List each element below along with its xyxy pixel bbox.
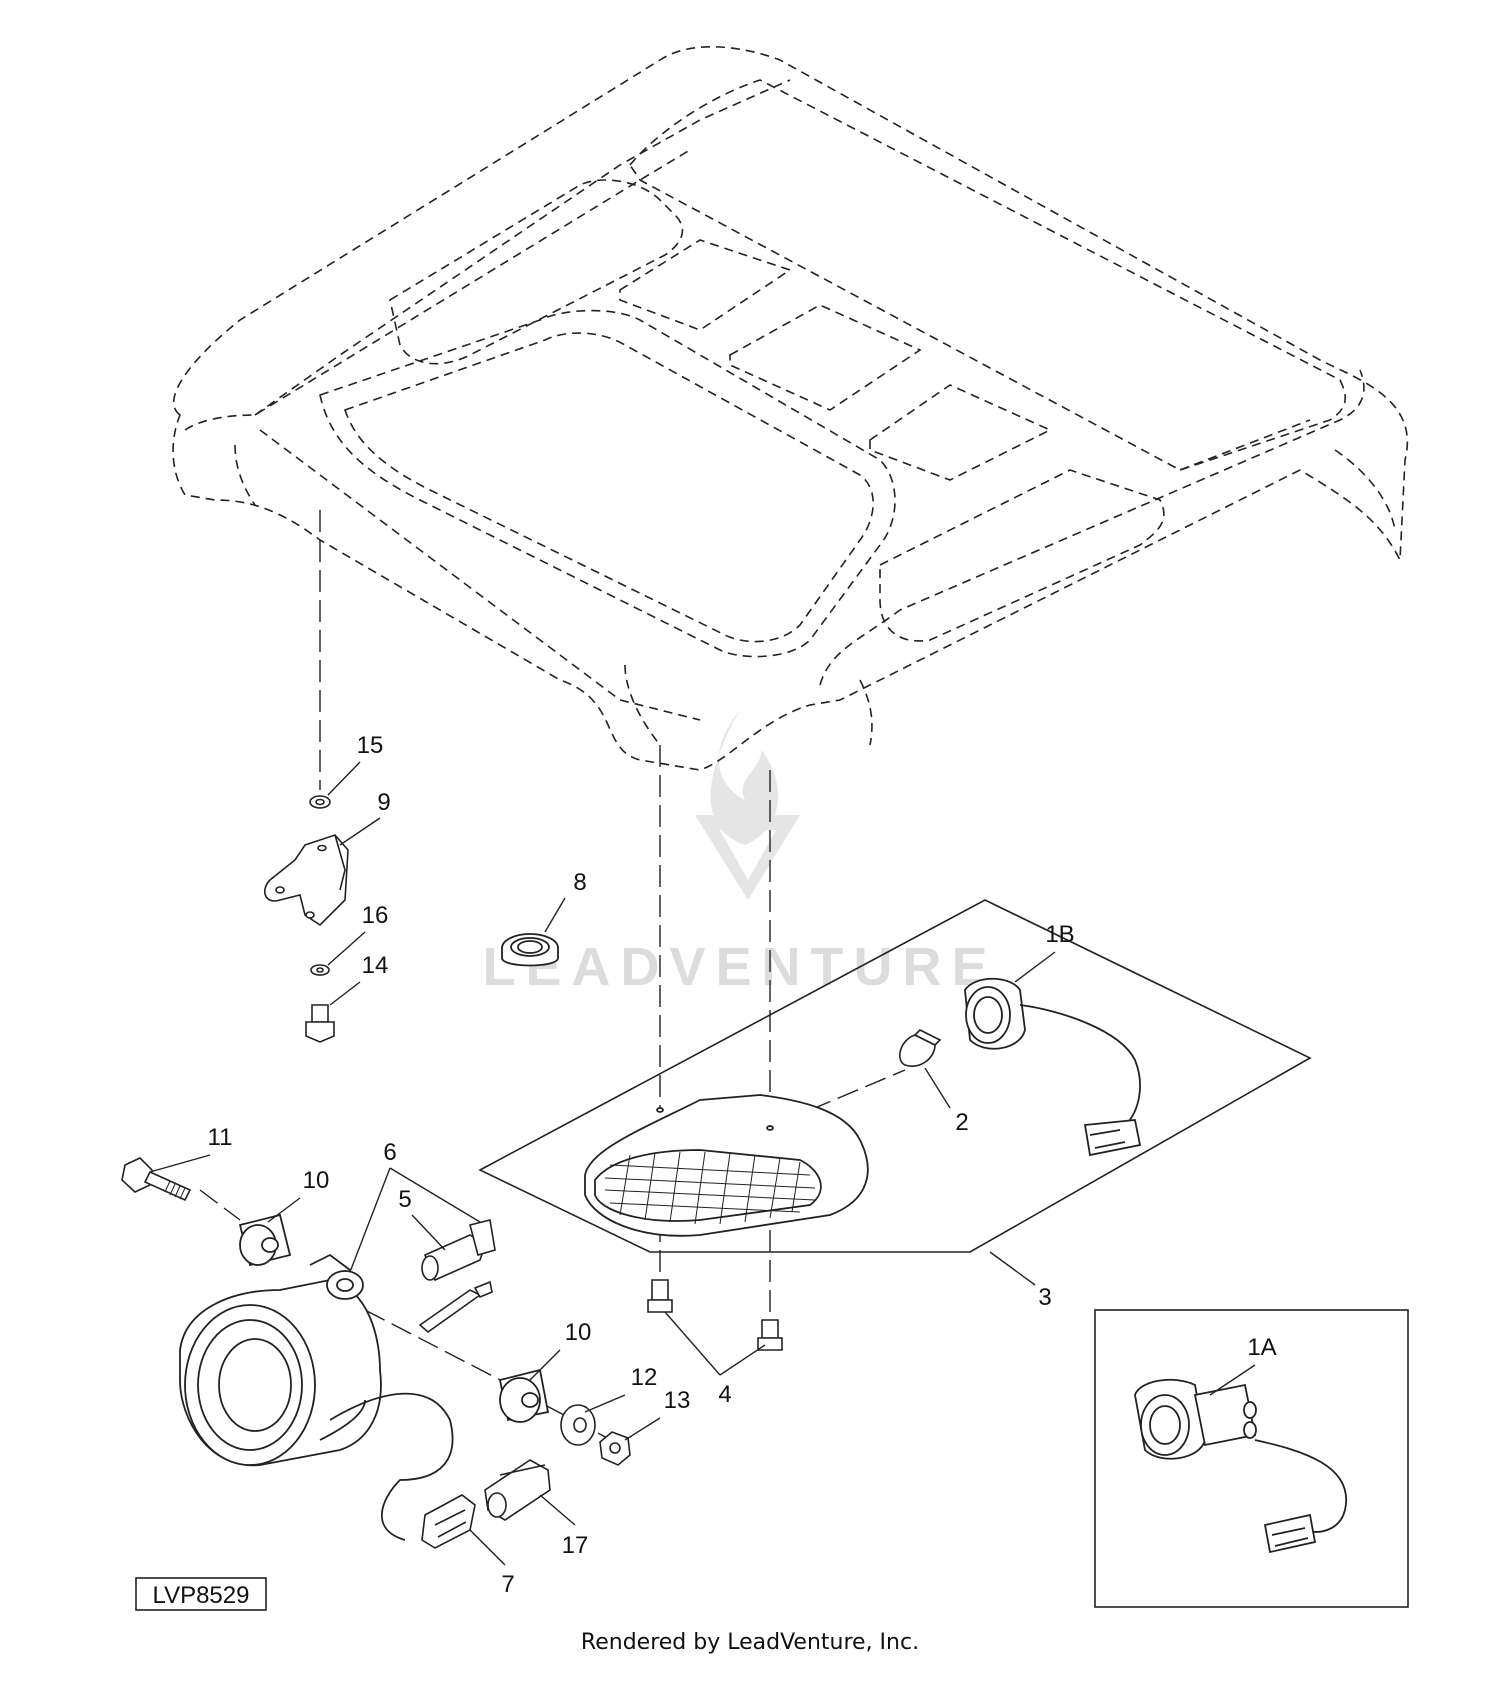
bulb-5 — [418, 1219, 496, 1334]
grommet-8 — [501, 933, 559, 967]
socket-harness-1B — [964, 977, 1142, 1157]
label-17: 17 — [562, 1532, 589, 1559]
label-11: 11 — [208, 1124, 233, 1151]
bolt-11 — [121, 1157, 192, 1202]
bulb-2 — [899, 1029, 942, 1067]
label-10-upper: 10 — [303, 1167, 330, 1194]
label-16: 16 — [362, 902, 389, 929]
mount-bracket-assembly — [264, 795, 349, 1043]
label-5: 5 — [398, 1186, 411, 1213]
label-8: 8 — [573, 869, 586, 896]
watermark-v-icon — [695, 815, 800, 900]
callout-labels: 15 9 16 14 8 1B 2 3 4 11 10 6 5 10 12 13… — [208, 732, 1277, 1598]
connector-17 — [484, 1459, 551, 1521]
diagram-code: LVP8529 — [153, 1582, 250, 1609]
label-1A: 1A — [1247, 1334, 1276, 1361]
watermark-text: LEADVENTURE — [482, 937, 997, 997]
label-14: 14 — [362, 952, 389, 979]
label-12: 12 — [631, 1364, 658, 1391]
roof-outline — [172, 46, 1408, 771]
assembly-leaders — [199, 510, 906, 1451]
washer-12 — [560, 1404, 596, 1446]
callout-leaders — [149, 761, 1256, 1566]
connector-7 — [421, 1494, 476, 1549]
diagram-code-box: LVP8529 — [135, 1577, 267, 1611]
label-10-lower: 10 — [565, 1319, 592, 1346]
bracket-9 — [264, 834, 349, 927]
label-7: 7 — [501, 1571, 514, 1598]
watermark-flame-icon — [710, 710, 779, 845]
label-4: 4 — [718, 1381, 731, 1408]
footer-credit: Rendered by LeadVenture, Inc. — [580, 1630, 920, 1655]
bolt-14 — [311, 1004, 329, 1023]
label-3: 3 — [1038, 1284, 1051, 1311]
nut-13 — [599, 1431, 631, 1466]
label-9: 9 — [377, 789, 390, 816]
label-2: 2 — [955, 1109, 968, 1136]
work-light-6 — [179, 1253, 454, 1541]
watermark: LEADVENTURE — [482, 710, 997, 997]
spacer-10-upper — [238, 1213, 292, 1267]
label-15: 15 — [357, 732, 384, 759]
lens-grid — [604, 1151, 816, 1225]
inset-box-1A — [1094, 1309, 1409, 1608]
spacer-10-lower — [498, 1368, 550, 1423]
dome-lamp-housing — [584, 1094, 869, 1237]
dome-light-kit-outline — [478, 899, 1312, 1253]
label-13: 13 — [664, 1387, 691, 1414]
socket-harness-1A — [1134, 1378, 1348, 1554]
label-6: 6 — [383, 1139, 396, 1166]
label-1B: 1B — [1045, 921, 1074, 948]
screws-4 — [647, 1279, 783, 1351]
